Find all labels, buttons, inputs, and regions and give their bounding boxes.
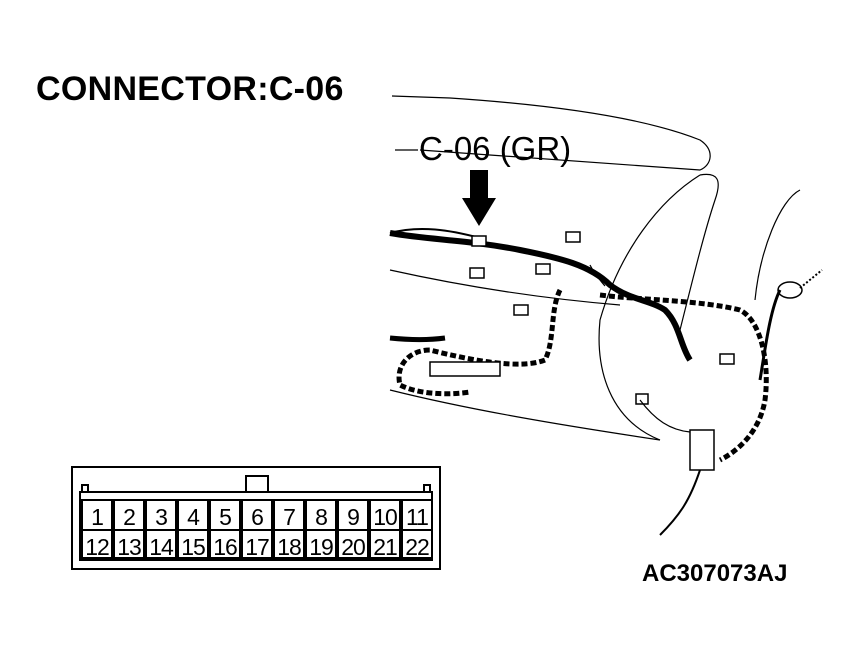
harness-taped-lower bbox=[396, 288, 563, 397]
harness-lower-stub bbox=[389, 335, 446, 342]
pin-14: 14 bbox=[145, 529, 177, 560]
illustration-part-number: AC307073AJ bbox=[642, 560, 788, 587]
connector-callout-label: C-06 (GR) bbox=[419, 130, 572, 167]
dash-upper-line bbox=[389, 269, 621, 306]
lower-wire bbox=[659, 469, 701, 536]
pin-12: 12 bbox=[81, 529, 113, 560]
pin-2: 2 bbox=[113, 499, 145, 530]
pin-4: 4 bbox=[177, 499, 209, 530]
pin-9: 9 bbox=[337, 499, 369, 530]
c06-connector-shape bbox=[471, 235, 487, 247]
pin-6: 6 bbox=[241, 499, 273, 530]
pin-22: 22 bbox=[401, 529, 433, 560]
junction-block bbox=[689, 429, 715, 471]
dash-panel-edge bbox=[679, 173, 719, 331]
pin-8: 8 bbox=[305, 499, 337, 530]
pin-3: 3 bbox=[145, 499, 177, 530]
thin-wire-1 bbox=[639, 399, 691, 433]
small-connector-6 bbox=[635, 393, 649, 405]
pin-19: 19 bbox=[305, 529, 337, 560]
pin-1: 1 bbox=[81, 499, 113, 530]
small-connector-5 bbox=[719, 353, 735, 365]
small-connector-1 bbox=[565, 231, 581, 243]
pin-15: 15 bbox=[177, 529, 209, 560]
connector-corner-tab-right bbox=[423, 484, 431, 492]
connector-pointer-arrow bbox=[462, 170, 496, 226]
pin-21: 21 bbox=[369, 529, 401, 560]
pin-13: 13 bbox=[113, 529, 145, 560]
pin-7: 7 bbox=[273, 499, 305, 530]
pin-17: 17 bbox=[241, 529, 273, 560]
pin-16: 16 bbox=[209, 529, 241, 560]
body-panel-edge bbox=[754, 189, 801, 301]
pin-5: 5 bbox=[209, 499, 241, 530]
pin-10: 10 bbox=[369, 499, 401, 530]
small-connector-3 bbox=[469, 267, 485, 279]
pin-11: 11 bbox=[401, 499, 433, 530]
harness-branch-a bbox=[389, 228, 481, 239]
dash-panel-outline bbox=[598, 174, 701, 441]
grommet bbox=[777, 281, 803, 299]
grommet-harness bbox=[758, 289, 782, 381]
thin-wire-2 bbox=[589, 264, 606, 287]
pin-20: 20 bbox=[337, 529, 369, 560]
harness-taped-right bbox=[599, 292, 769, 463]
connector-corner-tab-left bbox=[81, 484, 89, 492]
connector-lock-tab bbox=[245, 475, 269, 493]
connector-block-lower bbox=[429, 361, 501, 377]
connector-pinout-face: 1 2 3 4 5 6 7 8 9 10 11 12 13 14 15 16 1… bbox=[71, 466, 441, 570]
main-harness-trunk bbox=[389, 230, 693, 362]
dash-lower-line bbox=[389, 389, 661, 441]
small-connector-4 bbox=[513, 304, 529, 316]
small-connector-2 bbox=[535, 263, 551, 275]
pin-18: 18 bbox=[273, 529, 305, 560]
grommet-outlet bbox=[799, 269, 823, 289]
connector-title: CONNECTOR:C-06 bbox=[36, 70, 344, 108]
title-leader-line bbox=[391, 95, 711, 171]
